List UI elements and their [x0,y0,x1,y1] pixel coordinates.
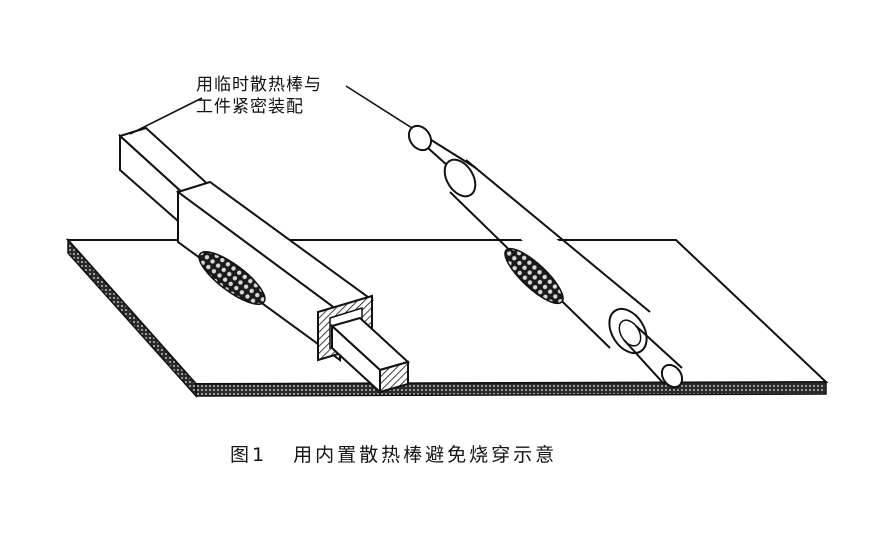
round-tube-workpiece [443,158,651,355]
callout-label: 用临时散热棒与 工件紧密装配 [196,74,356,118]
figure-caption: 图1 用内置散热棒避免烧穿示意 [230,440,557,467]
callout-leader-lines [129,85,413,135]
figure-caption-text: 用内置散热棒避免烧穿示意 [293,444,558,466]
weld-bead-left [198,251,266,305]
callout-line-2: 工件紧密装配 [196,97,304,117]
workpiece-plate [65,238,829,398]
callout-line-1: 用临时散热棒与 [196,75,322,95]
weld-bead-right [504,247,564,305]
figure-number: 图1 [230,444,268,466]
round-heat-sink-rod-front [623,325,684,389]
square-heat-sink-bar-front [330,316,410,395]
